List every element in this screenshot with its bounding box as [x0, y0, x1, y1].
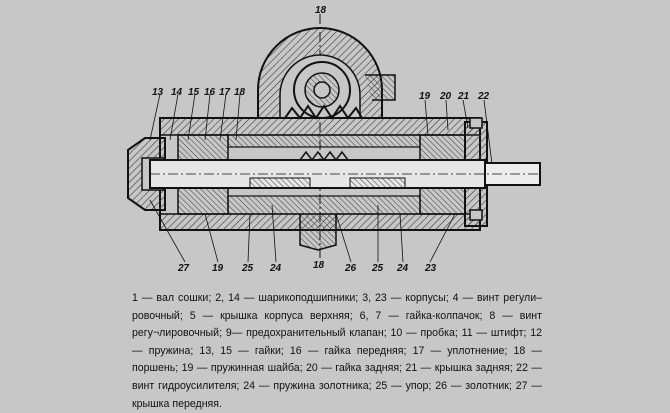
- callout-25-left: 25: [241, 263, 254, 274]
- callout-19-bottom: 19: [212, 263, 224, 274]
- callout-18: 18: [234, 87, 246, 98]
- callout-20: 20: [439, 91, 452, 102]
- callout-16: 16: [204, 87, 216, 98]
- callout-14: 14: [171, 87, 183, 98]
- callout-21: 21: [457, 91, 470, 102]
- steering-gear-cross-section: 18 18 13 14 15 16 17 18 19 20 21 22 27 1…: [127, 5, 541, 274]
- legend-line: штифт; 12 — пружина; 13, 15 — гайки; 16 …: [132, 327, 542, 357]
- legend-line: 1 — вал сошки; 2, 14 — шарикоподшипники;…: [132, 292, 500, 304]
- callout-15: 15: [188, 87, 200, 98]
- parts-legend: 1 — вал сошки; 2, 14 — шарикоподшипники;…: [132, 290, 542, 413]
- callout-26: 26: [344, 263, 357, 274]
- callout-17: 17: [219, 87, 231, 98]
- legend-line: винт регу¬лировочный; 9— предохранительн…: [132, 309, 542, 340]
- callout-19-top: 19: [419, 91, 431, 102]
- callout-22: 22: [477, 91, 490, 102]
- callout-18-bottom: 18: [313, 260, 325, 271]
- legend-line: регули–ровочный; 5 — крышка корпуса верх…: [132, 292, 542, 322]
- callout-25-right: 25: [371, 263, 384, 274]
- callout-18-top: 18: [315, 5, 327, 16]
- screw-shaft: [149, 150, 541, 189]
- callout-13: 13: [152, 87, 164, 98]
- callout-23: 23: [424, 263, 437, 274]
- callout-24-left: 24: [269, 263, 282, 274]
- upper-housing: [257, 27, 396, 120]
- legend-line: крышка задняя; 22 — винт гидроусилителя;…: [132, 362, 542, 392]
- legend-line: уплотнение; 18 — поршень; 19 — пружинная…: [132, 344, 542, 375]
- leader-lines: [149, 93, 493, 263]
- callout-24-right: 24: [396, 263, 409, 274]
- callout-27: 27: [177, 263, 190, 274]
